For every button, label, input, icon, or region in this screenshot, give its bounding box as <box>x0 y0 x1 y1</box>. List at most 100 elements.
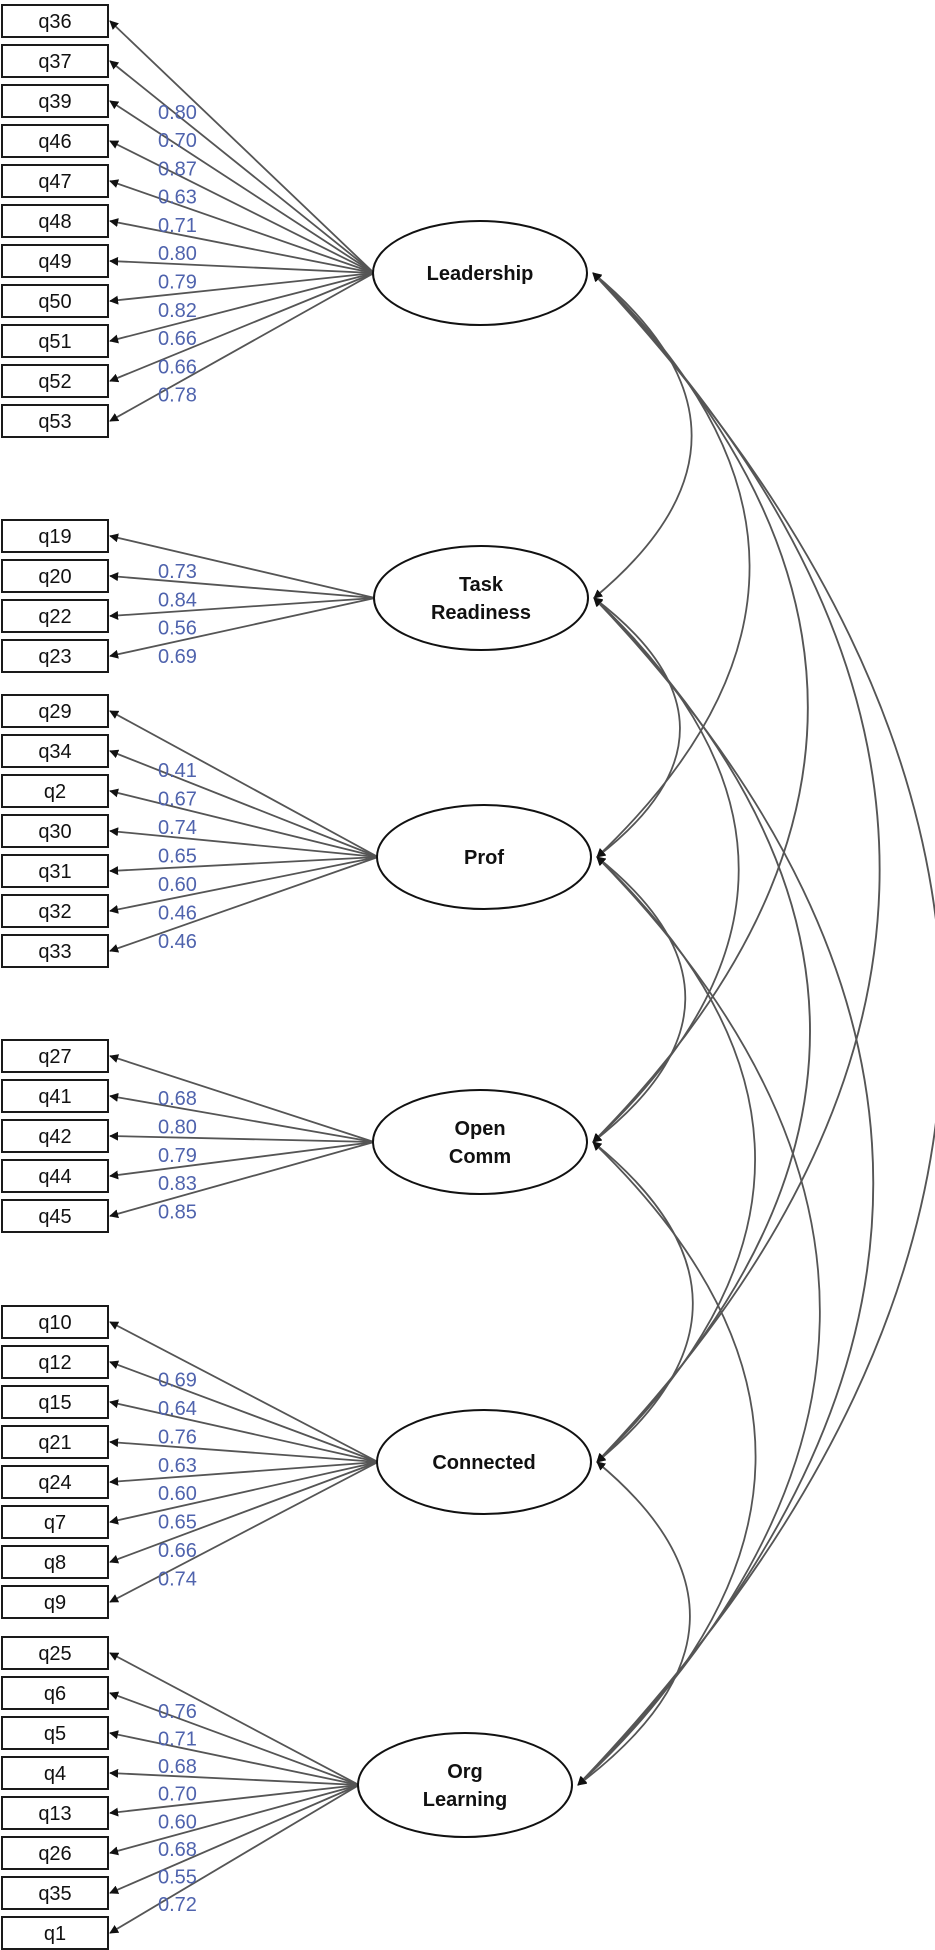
factor-connected: Connected <box>376 1409 592 1515</box>
loading-value-q42: 0.79 <box>158 1145 197 1167</box>
indicator-label: q15 <box>38 1392 71 1414</box>
indicator-box <box>1 1585 109 1619</box>
indicator-label: q20 <box>38 566 71 588</box>
indicator-box <box>1 854 109 888</box>
indicator-box <box>1 364 109 398</box>
indicator-q19: q19 <box>1 519 109 553</box>
loading-path-q30 <box>109 827 379 858</box>
indicator-label: q26 <box>38 1843 71 1865</box>
loading-path-q39 <box>109 100 375 274</box>
loading-path-q36 <box>109 20 375 274</box>
loading-path-q21 <box>109 1438 379 1463</box>
factor-label: Comm <box>449 1146 511 1168</box>
indicator-label: q53 <box>38 411 71 433</box>
loading-path-q6 <box>109 1691 360 1786</box>
indicator-q51: q51 <box>1 324 109 358</box>
indicator-box <box>1 1119 109 1153</box>
loading-value-q6: 0.71 <box>158 1729 197 1751</box>
indicator-boxes: q36q37q39q46q47q48q49q50q51q52q53q19q20q… <box>1 4 109 1950</box>
loading-value-q23: 0.69 <box>158 646 197 668</box>
indicator-q46: q46 <box>1 124 109 158</box>
indicator-label: q8 <box>44 1552 66 1574</box>
loading-value-q8: 0.66 <box>158 1540 197 1562</box>
loading-path-q31 <box>109 856 379 876</box>
indicator-label: q51 <box>38 331 71 353</box>
loading-path-q47 <box>109 179 375 274</box>
indicator-q31: q31 <box>1 854 109 888</box>
loading-path-q12 <box>109 1360 379 1463</box>
factor-ellipse <box>373 545 589 651</box>
indicator-box <box>1 559 109 593</box>
indicator-q41: q41 <box>1 1079 109 1113</box>
indicator-q39: q39 <box>1 84 109 118</box>
covariance-arcs <box>577 272 935 1786</box>
covariance-leadership-prof <box>592 272 751 858</box>
indicator-box <box>1 639 109 673</box>
indicator-box <box>1 1836 109 1870</box>
indicator-box <box>1 1676 109 1710</box>
factor-label: Leadership <box>427 263 534 285</box>
indicator-box <box>1 84 109 118</box>
loading-value-q48: 0.80 <box>158 243 197 265</box>
loading-value-q25: 0.76 <box>158 1701 197 1723</box>
loading-value-q4: 0.70 <box>158 1784 197 1806</box>
indicator-q50: q50 <box>1 284 109 318</box>
loading-labels: 0.800.700.870.630.710.800.790.820.660.66… <box>158 102 197 1916</box>
indicator-box <box>1 164 109 198</box>
loading-value-q35: 0.55 <box>158 1866 197 1888</box>
indicator-q29: q29 <box>1 694 109 728</box>
indicator-box <box>1 694 109 728</box>
loading-path-q49 <box>109 256 375 274</box>
loading-path-q23 <box>109 597 376 659</box>
loading-value-q15: 0.76 <box>158 1426 197 1448</box>
indicator-box <box>1 934 109 968</box>
loading-value-q50: 0.82 <box>158 300 197 322</box>
factor-ellipse <box>372 1089 588 1195</box>
factor-label: Connected <box>432 1452 535 1474</box>
loading-value-q20: 0.84 <box>158 589 197 611</box>
indicator-q44: q44 <box>1 1159 109 1193</box>
indicator-label: q10 <box>38 1312 71 1334</box>
indicator-label: q1 <box>44 1923 66 1945</box>
loading-value-q33: 0.46 <box>158 931 197 953</box>
loading-path-q1 <box>109 1784 360 1934</box>
indicator-q37: q37 <box>1 44 109 78</box>
indicator-q33: q33 <box>1 934 109 968</box>
loading-paths <box>109 20 379 1934</box>
loading-value-q52: 0.66 <box>158 356 197 378</box>
loading-value-q53: 0.78 <box>158 385 197 407</box>
indicator-box <box>1 1159 109 1193</box>
indicator-label: q19 <box>38 526 71 548</box>
loading-path-q8 <box>109 1461 379 1564</box>
loading-path-q19 <box>109 533 376 599</box>
indicator-label: q25 <box>38 1643 71 1665</box>
indicator-box <box>1 1345 109 1379</box>
loading-path-q48 <box>109 218 375 274</box>
indicator-q27: q27 <box>1 1039 109 1073</box>
loading-path-q7 <box>109 1461 379 1525</box>
indicator-box <box>1 1385 109 1419</box>
indicator-box <box>1 404 109 438</box>
loading-path-q9 <box>109 1461 379 1603</box>
indicator-box <box>1 1425 109 1459</box>
indicator-box <box>1 1305 109 1339</box>
indicator-q8: q8 <box>1 1545 109 1579</box>
indicator-label: q50 <box>38 291 71 313</box>
indicator-box <box>1 44 109 78</box>
indicator-box <box>1 1876 109 1910</box>
indicator-label: q2 <box>44 781 66 803</box>
indicator-label: q21 <box>38 1432 71 1454</box>
loading-path-q2 <box>109 788 379 858</box>
indicator-label: q45 <box>38 1206 71 1228</box>
factor-leadership: Leadership <box>372 220 588 326</box>
factor-ellipse <box>376 804 592 910</box>
loading-path-q33 <box>109 856 379 953</box>
indicator-label: q5 <box>44 1723 66 1745</box>
indicator-box <box>1 1916 109 1950</box>
indicator-q24: q24 <box>1 1465 109 1499</box>
indicator-label: q30 <box>38 821 71 843</box>
indicator-label: q42 <box>38 1126 71 1148</box>
indicator-q47: q47 <box>1 164 109 198</box>
indicator-label: q36 <box>38 11 71 33</box>
